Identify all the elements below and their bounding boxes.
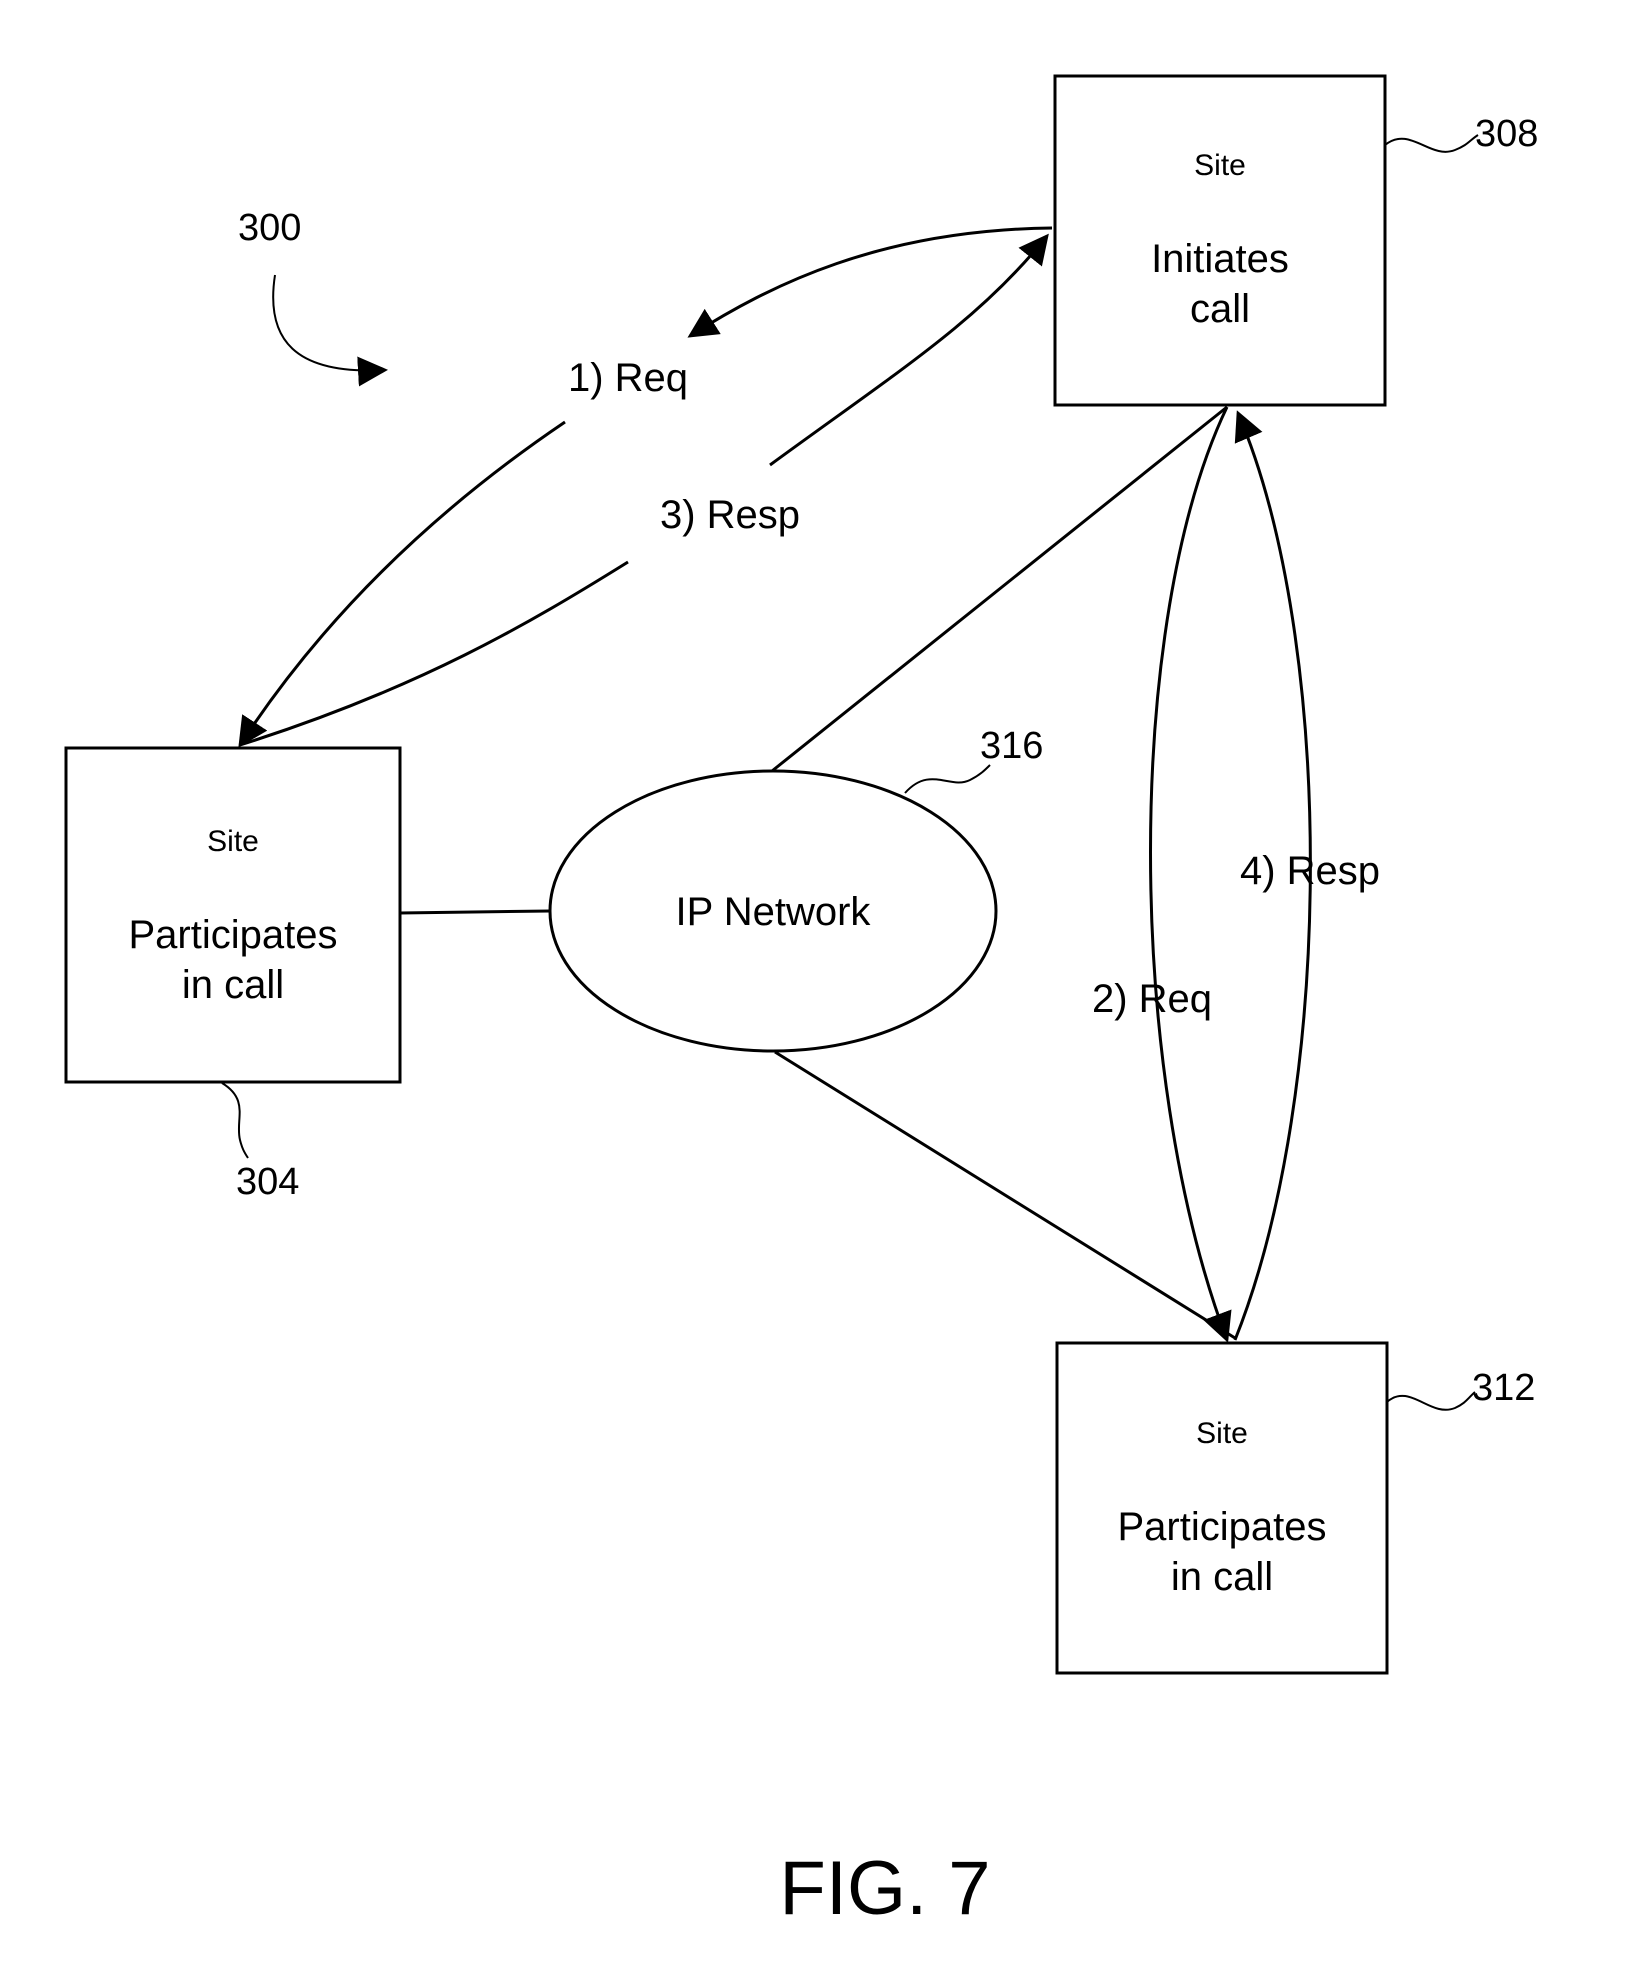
ref-316: 316	[980, 725, 1043, 767]
site-308-title: Site	[1194, 149, 1246, 182]
link-network-308	[772, 407, 1227, 771]
site-304-title: Site	[207, 825, 259, 858]
site-304-line2: in call	[182, 963, 284, 1007]
label-1-req: 1) Req	[568, 356, 688, 400]
site-312-box: Site Participates in call	[1057, 1343, 1387, 1673]
arrow-3-resp-outgoing	[240, 562, 628, 745]
arrow-2-req	[1151, 407, 1228, 1340]
site-312-line2: in call	[1171, 1555, 1273, 1599]
ref-316-leader	[905, 765, 990, 793]
ref-300: 300	[238, 207, 301, 249]
site-312-title: Site	[1196, 1417, 1248, 1450]
arrow-1-req-outgoing	[690, 228, 1052, 336]
ref-308: 308	[1475, 113, 1538, 155]
site-304-line1: Participates	[129, 913, 338, 957]
arrow-3-resp-incoming	[770, 236, 1047, 465]
ref-304: 304	[236, 1161, 299, 1203]
figure-label: FIG. 7	[779, 1846, 990, 1931]
label-2-req: 2) Req	[1092, 977, 1212, 1021]
site-304-box: Site Participates in call	[66, 748, 400, 1082]
site-308-box: Site Initiates call	[1055, 76, 1385, 405]
ref-312-leader	[1387, 1392, 1475, 1410]
site-312-line1: Participates	[1118, 1505, 1327, 1549]
link-304-network	[400, 911, 550, 913]
ip-network-node: IP Network	[550, 771, 996, 1051]
label-3-resp: 3) Resp	[660, 493, 800, 537]
ref-300-pointer	[273, 275, 385, 370]
site-308-line1: Initiates	[1151, 237, 1289, 281]
ip-network-label: IP Network	[676, 890, 872, 934]
label-4-resp: 4) Resp	[1240, 849, 1380, 893]
ref-304-leader	[222, 1083, 248, 1158]
site-308-line2: call	[1190, 287, 1250, 331]
arrow-1-req-incoming	[240, 422, 565, 745]
ref-312: 312	[1472, 1367, 1535, 1409]
ref-308-leader	[1385, 135, 1478, 152]
